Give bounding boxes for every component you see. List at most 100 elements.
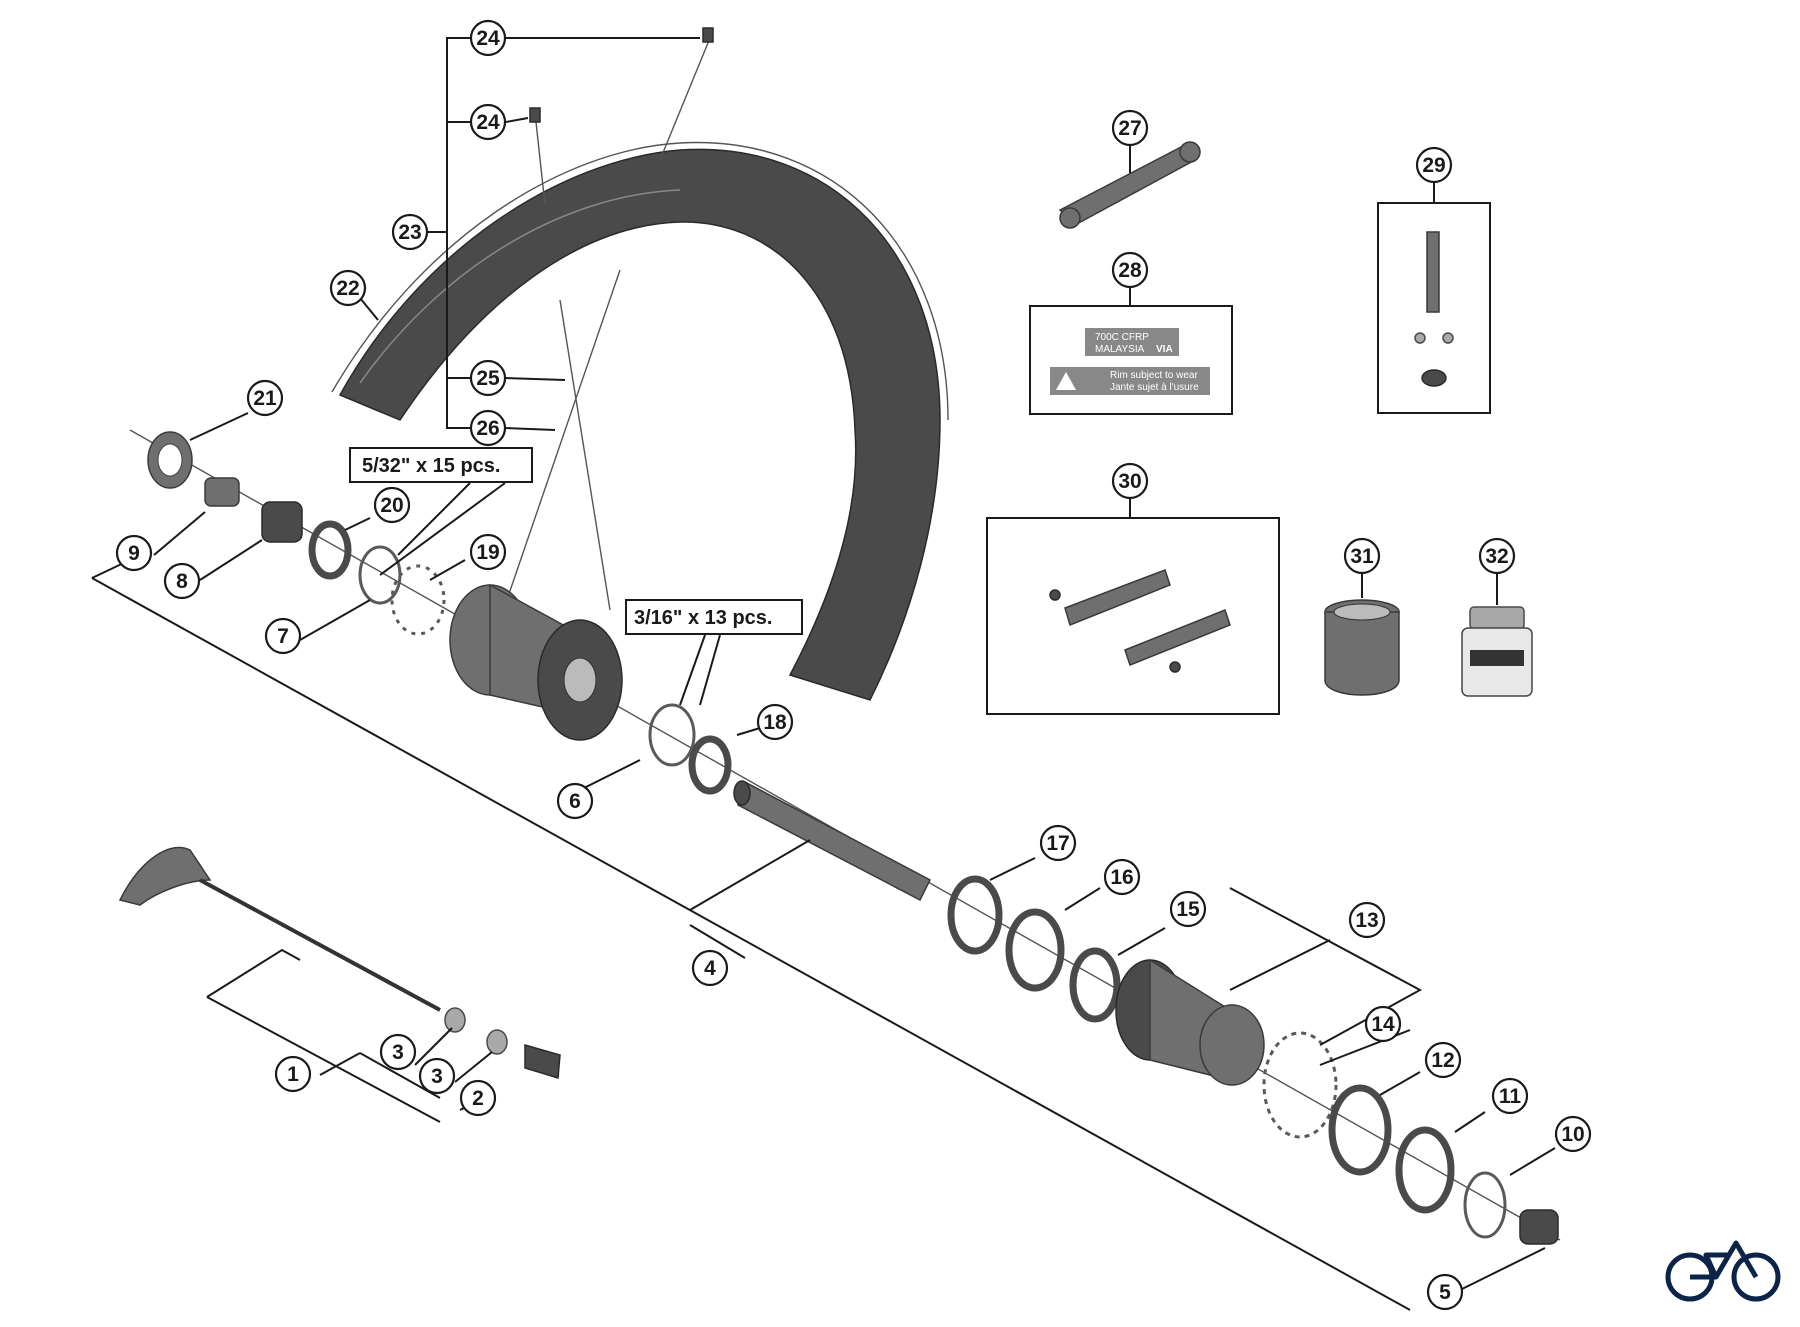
callout-number: 25 [476, 367, 500, 390]
callout-24: 24 [469, 19, 507, 57]
callout-number: 3 [392, 1041, 404, 1064]
spring-part [444, 1007, 466, 1033]
axle [733, 780, 931, 902]
end-cap-part [1519, 1209, 1559, 1245]
callout-group: 1233456789101112131415161718192021222324… [115, 19, 1592, 1311]
callout-number: 23 [398, 221, 421, 244]
callout-24: 24 [469, 103, 507, 141]
rim-sticker-box: 700C CFRP MALAYSIA VIA Rim subject to we… [1029, 284, 1233, 415]
callout-8: 8 [163, 562, 201, 600]
callout-number: 4 [704, 957, 716, 980]
callout-30: 30 [1111, 462, 1149, 500]
spoke-wrench [1058, 141, 1201, 229]
brake-pads-box [986, 496, 1280, 715]
callout-number: 8 [176, 570, 188, 593]
callout-number: 10 [1561, 1123, 1584, 1146]
callout-12: 12 [1424, 1041, 1462, 1079]
callout-18: 18 [756, 703, 794, 741]
callout-number: 20 [380, 494, 403, 517]
callout-9: 9 [115, 534, 153, 572]
nipple-part [702, 27, 714, 43]
callout-21: 21 [246, 379, 284, 417]
callout-27: 27 [1111, 109, 1149, 147]
callout-number: 31 [1350, 545, 1374, 568]
ring-part-12 [1328, 1084, 1392, 1176]
callout-17: 17 [1039, 824, 1077, 862]
valve-kit-box [1377, 180, 1491, 414]
sticker-warn-line1: Rim subject to wear [1110, 370, 1198, 381]
washer-part [308, 520, 352, 580]
callout-number: 24 [476, 27, 500, 50]
bicycle-icon [1665, 1240, 1781, 1302]
callout-15: 15 [1169, 890, 1207, 928]
callout-10: 10 [1554, 1115, 1592, 1153]
callout-5: 5 [1426, 1273, 1464, 1311]
callout-number: 13 [1355, 909, 1378, 932]
freehub-body [1115, 958, 1265, 1086]
callout-1: 1 [274, 1055, 312, 1093]
callout-number: 27 [1118, 117, 1141, 140]
callout-3: 3 [379, 1033, 417, 1071]
qty-label-front: 3/16" x 13 pcs. [634, 607, 772, 629]
callout-6: 6 [556, 782, 594, 820]
callout-14: 14 [1364, 1005, 1402, 1043]
callout-19: 19 [469, 533, 507, 571]
callout-number: 5 [1439, 1281, 1451, 1304]
callout-number: 29 [1422, 154, 1445, 177]
callout-number: 26 [476, 417, 499, 440]
callout-number: 28 [1118, 259, 1142, 282]
callout-number: 19 [476, 541, 499, 564]
callout-number: 7 [277, 625, 289, 648]
cone-part [261, 501, 303, 543]
callout-20: 20 [373, 486, 411, 524]
callout-number: 21 [253, 387, 277, 410]
ring-part-11 [1395, 1126, 1455, 1214]
callout-22: 22 [329, 269, 367, 307]
sticker-line2: MALAYSIA [1095, 344, 1145, 355]
grease-jar-part [1461, 572, 1533, 697]
ring-part-17 [947, 875, 1003, 955]
ratchet-ring-part [1262, 1031, 1338, 1139]
hub-shell [449, 583, 623, 741]
bearing-part [648, 703, 696, 767]
sticker-line1: 700C CFRP [1095, 332, 1149, 343]
callout-number: 12 [1431, 1049, 1454, 1072]
spokes [499, 27, 714, 621]
ring-part-15 [1069, 947, 1121, 1023]
callout-23: 23 [391, 213, 429, 251]
warning-icon [1056, 372, 1076, 390]
spring-ring-part [390, 564, 446, 636]
qty-label-rear: 5/32" x 15 pcs. [362, 455, 500, 477]
callout-number: 2 [472, 1087, 484, 1110]
left-hub-parts [147, 431, 446, 636]
callout-number: 15 [1176, 898, 1200, 921]
callout-number: 14 [1371, 1013, 1395, 1036]
callout-25: 25 [469, 359, 507, 397]
spoke-qty-front: 3/16" x 13 pcs. [625, 599, 803, 635]
spring-part [486, 1029, 508, 1055]
nut-part [524, 1044, 561, 1079]
callout-3: 3 [418, 1057, 456, 1095]
callout-32: 32 [1478, 537, 1516, 575]
callout-11: 11 [1491, 1077, 1529, 1115]
washer-part [688, 735, 732, 795]
callout-16: 16 [1103, 858, 1141, 896]
ring-part-10 [1463, 1171, 1507, 1239]
callout-number: 18 [763, 711, 787, 734]
sticker-warn-line2: Jante sujet à l'usure [1110, 382, 1199, 393]
rim-tape-part [1324, 572, 1400, 696]
callout-number: 17 [1046, 832, 1069, 855]
ring-part-16 [1005, 908, 1065, 992]
callout-number: 30 [1118, 470, 1141, 493]
spoke-qty-rear: 5/32" x 15 pcs. [349, 447, 533, 483]
callout-29: 29 [1415, 146, 1453, 184]
callout-26: 26 [469, 409, 507, 447]
callout-number: 11 [1499, 1085, 1522, 1108]
leader-lines [91, 37, 1556, 1311]
callout-13: 13 [1348, 901, 1386, 939]
quick-release-skewer [118, 846, 561, 1079]
callout-number: 32 [1485, 545, 1508, 568]
callout-31: 31 [1343, 537, 1381, 575]
callout-number: 16 [1110, 866, 1133, 889]
